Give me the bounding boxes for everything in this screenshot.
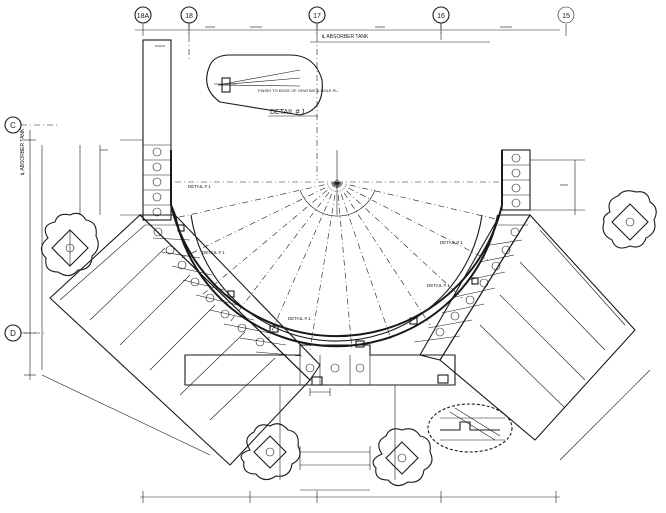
detail-note: FINISH TO EDGE OF GRATING & HOLE PL.	[258, 88, 339, 93]
svg-text:DETAIL # 1: DETAIL # 1	[288, 316, 311, 321]
svg-text:17: 17	[313, 13, 321, 20]
tree-right	[602, 190, 657, 249]
tree-left	[40, 212, 99, 277]
bottom-central-platform	[184, 344, 456, 396]
left-vertical-strip	[79, 39, 172, 221]
absorber-tank-label-top: ℄ ABSORBER TANK	[321, 34, 369, 40]
left-diagonal-wing	[49, 214, 321, 466]
grid-marker-c: C	[4, 116, 22, 134]
detail-title: DETAIL # 1	[270, 109, 306, 116]
grid-marker-d: D	[4, 324, 22, 342]
diagonal-dimension-lines	[41, 369, 651, 461]
grid-marker-17: 17	[308, 6, 326, 24]
dimension-tick-marks	[100, 26, 568, 186]
radial-lines	[171, 150, 502, 351]
svg-text:15: 15	[562, 13, 570, 20]
right-vertical-strip	[501, 149, 585, 215]
tree-bottom-right	[372, 428, 433, 487]
detail-1-callout-bottom	[427, 403, 513, 453]
tree-bottom-left	[240, 423, 301, 481]
svg-text:16: 16	[437, 13, 445, 20]
svg-text:DETAIL # 1: DETAIL # 1	[440, 240, 463, 245]
grid-marker-16: 16	[432, 6, 450, 24]
detail-labels-on-platform: DETAIL # 1 DETAIL # 1 DETAIL # 1 DETAIL …	[188, 184, 463, 321]
svg-text:C: C	[10, 121, 16, 130]
left-dimension-line	[24, 130, 43, 380]
grid-center-lines	[21, 23, 442, 334]
svg-text:DETAIL # 1: DETAIL # 1	[427, 283, 450, 288]
absorber-tank-label-side: ℄ ABSORBER TANK	[20, 128, 26, 176]
svg-text:DETAIL # 1: DETAIL # 1	[202, 250, 225, 255]
grid-marker-15: 15	[557, 6, 575, 24]
semicircular-platform	[170, 150, 503, 348]
detail-1-callout-top: FINISH TO EDGE OF GRATING & HOLE PL. DET…	[206, 54, 339, 117]
svg-text:18: 18	[185, 13, 193, 20]
svg-text:18A: 18A	[137, 13, 150, 20]
svg-text:DETAIL # 1: DETAIL # 1	[188, 184, 211, 189]
grid-marker-18a: 18A	[134, 6, 152, 24]
bottom-dimension-lines	[140, 385, 560, 503]
grid-marker-18: 18	[180, 6, 198, 24]
svg-text:D: D	[10, 329, 16, 338]
right-diagonal-wing	[413, 214, 636, 441]
